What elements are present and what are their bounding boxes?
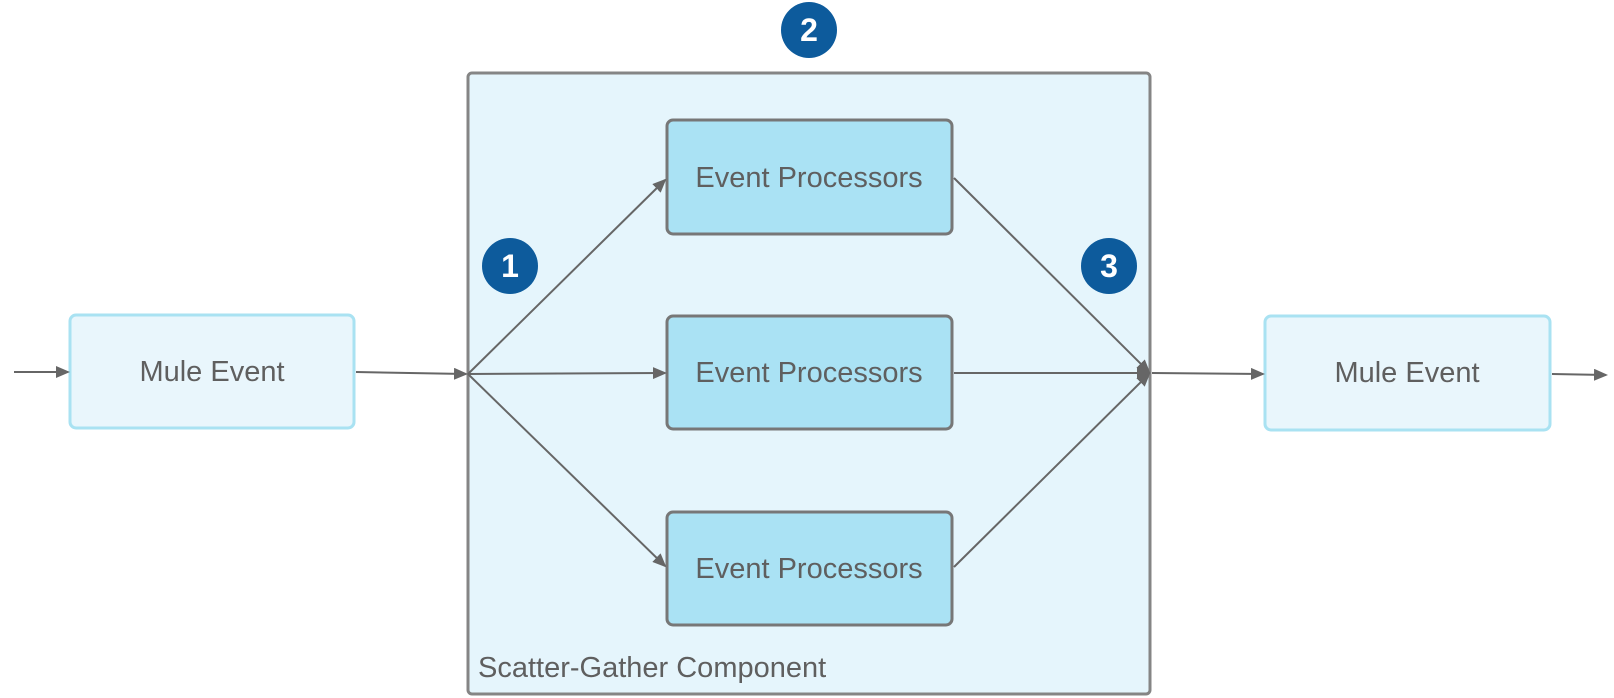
processor-route-3: Event Processors <box>665 510 954 627</box>
event-to-component-arrow <box>355 367 468 380</box>
component-to-event-arrow <box>1151 367 1265 380</box>
step-marker-3-label: 3 <box>1100 248 1118 284</box>
step-marker-2: 2 <box>781 2 837 58</box>
outgoing-arrow <box>1551 368 1608 381</box>
output-event-label: Mule Event <box>1334 357 1479 389</box>
scatter-arrow-3 <box>467 373 667 568</box>
step-marker-3: 3 <box>1081 238 1137 294</box>
processor-label-1: Event Processors <box>695 162 922 194</box>
connectors <box>14 177 1608 568</box>
scatter-arrow-2 <box>467 367 667 380</box>
step-marker-2-label: 2 <box>800 12 818 48</box>
gather-arrow-1 <box>953 177 1151 374</box>
processor-label-2: Event Processors <box>695 357 922 389</box>
output-mule-event: Mule Event <box>1263 314 1552 432</box>
step-marker-1: 1 <box>482 238 538 294</box>
gather-arrow-3 <box>953 372 1151 568</box>
input-event-label: Mule Event <box>139 356 284 388</box>
step-marker-1-label: 1 <box>501 248 519 284</box>
component-label: Scatter-Gather Component <box>478 652 826 684</box>
input-mule-event: Mule Event <box>68 313 356 430</box>
processor-label-3: Event Processors <box>695 553 922 585</box>
scatter-arrow-1 <box>467 178 667 375</box>
processor-route-2: Event Processors <box>665 314 954 431</box>
processor-route-1: Event Processors <box>665 118 954 236</box>
